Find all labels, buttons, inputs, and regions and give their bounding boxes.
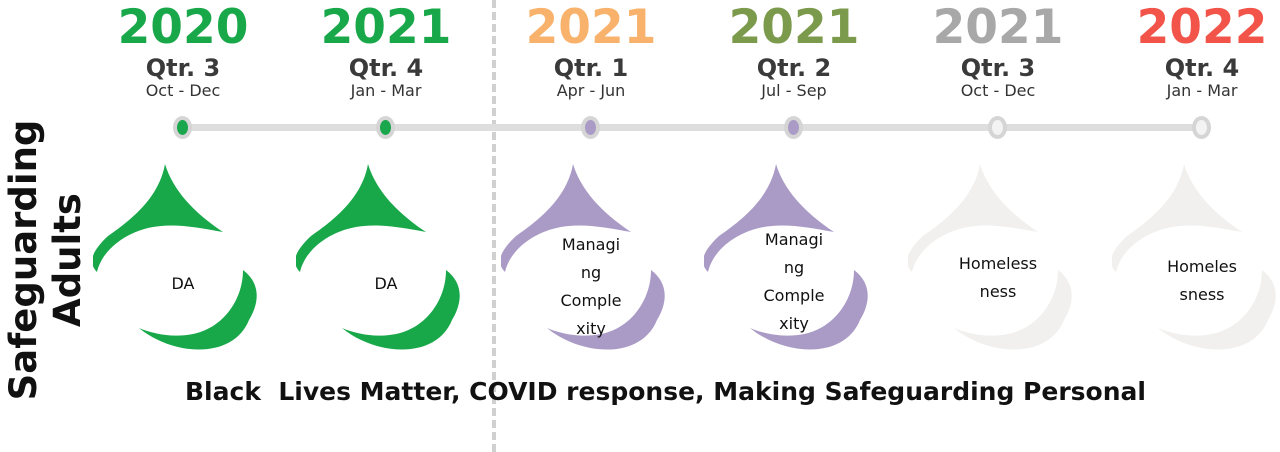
timeline-dot (376, 116, 395, 139)
drop-shape (501, 164, 665, 350)
topic-label: xity (576, 319, 606, 338)
drop-bottom-arc (547, 270, 665, 350)
drop-top-arc (93, 164, 223, 272)
topic-label: Homeles (1167, 257, 1237, 276)
months-label: Apr - Jun (556, 81, 626, 100)
topic-drop: DA (93, 150, 273, 360)
drop-shape (1112, 164, 1276, 350)
drop-bottom-arc (750, 270, 868, 350)
topic-label: Comple (763, 286, 825, 305)
topic-label: DA (374, 274, 398, 293)
year-label: 2020 (117, 0, 249, 55)
topic-label: xity (779, 314, 809, 333)
drop-shape (296, 164, 460, 350)
drop-top-arc (296, 164, 426, 272)
timeline-dot-fill (177, 120, 188, 135)
quarter-label: Qtr. 3 (960, 54, 1036, 82)
months-label: Jul - Sep (761, 81, 827, 100)
topic-label: Comple (560, 291, 622, 310)
drop-shape (704, 164, 868, 350)
year-label: 2021 (320, 0, 452, 55)
quarter-label: Qtr. 1 (553, 54, 629, 82)
drop-bottom-arc (954, 270, 1072, 350)
topic-label: Managi (764, 230, 824, 249)
drop-top-arc (501, 164, 631, 272)
months-label: Jan - Mar (350, 81, 422, 100)
timeline-dot-fill (585, 120, 596, 135)
topic-label: ness (979, 282, 1017, 301)
timeline-dot-fill (992, 120, 1003, 135)
footer-topics: Black Lives Matter, COVID response, Maki… (185, 377, 1146, 406)
current-quarter-divider (492, 0, 496, 452)
year-label: 2021 (728, 0, 860, 55)
timeline-dot (581, 116, 600, 139)
drop-shape (908, 164, 1072, 350)
year-label: 2021 (932, 0, 1064, 55)
topic-label: ng (783, 258, 805, 277)
drop-shape (93, 164, 257, 350)
quarter-label: Qtr. 3 (145, 54, 221, 82)
quarter-label: Qtr. 4 (348, 54, 424, 82)
timeline-line (180, 124, 1204, 131)
timeline-dot (1192, 116, 1211, 139)
year-label: 2022 (1136, 0, 1268, 55)
topic-drop: Homeles sness (1112, 150, 1280, 360)
drop-top-arc (1112, 164, 1242, 272)
year-label: 2021 (525, 0, 657, 55)
timeline-dot-fill (380, 120, 391, 135)
drop-bottom-arc (342, 270, 460, 350)
timeline-dot-fill (1196, 120, 1207, 135)
months-label: Oct - Dec (960, 81, 1036, 100)
drop-bottom-arc (1158, 270, 1276, 350)
side-title-line1: Safeguarding (2, 119, 45, 401)
topic-label: ng (580, 263, 602, 282)
drop-top-arc (908, 164, 1038, 272)
topic-label: Homeless (958, 254, 1038, 273)
drop-bottom-arc (139, 270, 257, 350)
quarter-label: Qtr. 4 (1164, 54, 1240, 82)
topic-label: Managi (561, 235, 621, 254)
months-label: Oct - Dec (145, 81, 221, 100)
topic-drop: Homeless ness (908, 150, 1088, 360)
topic-label: sness (1179, 285, 1225, 304)
timeline-dot (173, 116, 192, 139)
side-title: Safeguarding Adults (2, 120, 90, 401)
timeline-dot (988, 116, 1007, 139)
topic-label: DA (171, 274, 195, 293)
months-label: Jan - Mar (1166, 81, 1238, 100)
timeline-dot-fill (788, 120, 799, 135)
timeline-dot (784, 116, 803, 139)
quarter-label: Qtr. 2 (756, 54, 832, 82)
topic-drop: DA (296, 150, 476, 360)
drop-top-arc (704, 164, 834, 272)
side-title-line2: Adults (46, 193, 89, 327)
